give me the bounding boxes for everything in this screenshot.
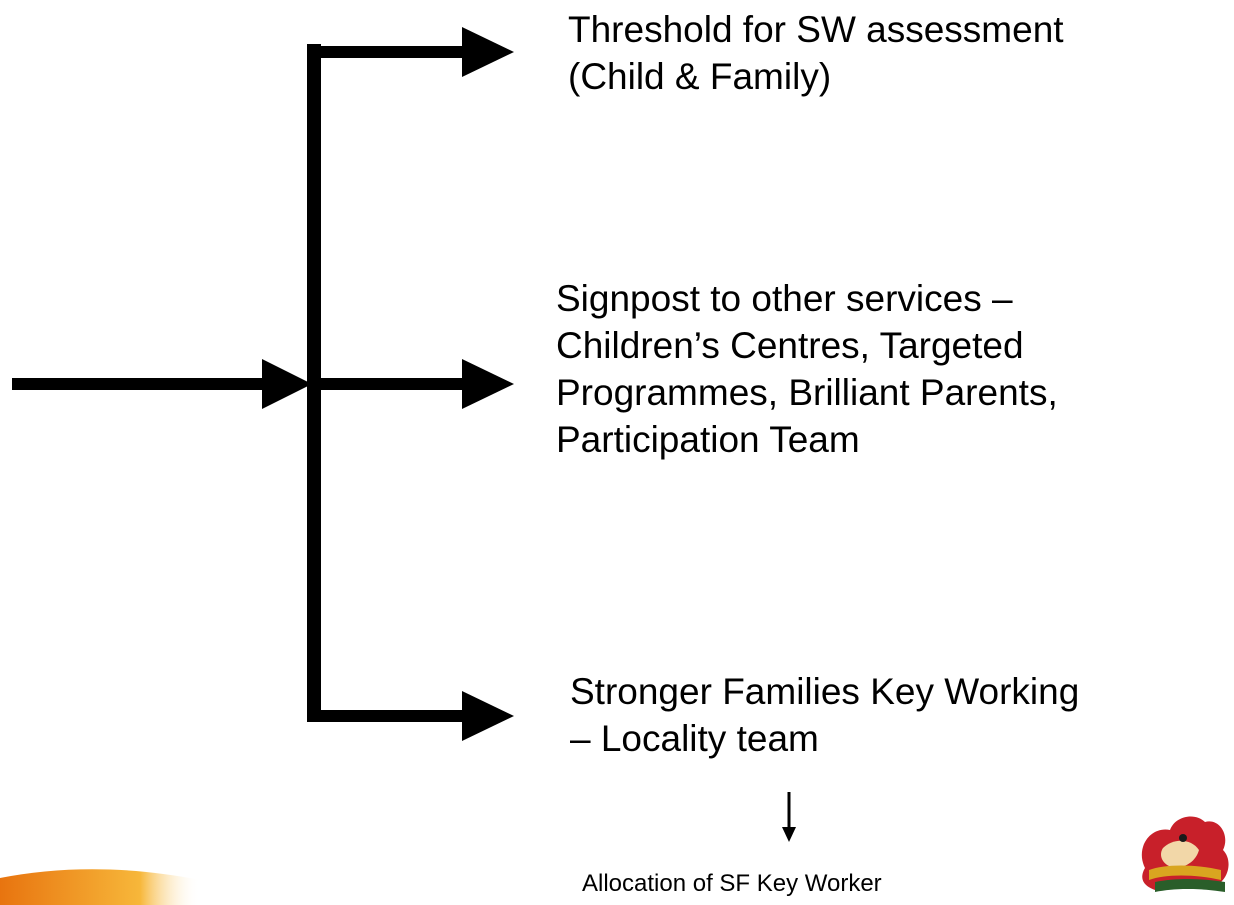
orange-swoosh-decoration <box>0 869 200 905</box>
signpost-line: Signpost to other services – <box>556 278 1013 319</box>
signpost-line: Participation Team <box>556 419 860 460</box>
signpost-line: Children’s Centres, Targeted <box>556 325 1024 366</box>
stronger-families-line: – Locality team <box>570 718 819 759</box>
branch-arrow-stronger <box>307 691 514 741</box>
stronger-families-line: Stronger Families Key Working <box>570 671 1080 712</box>
branch-arrow-threshold <box>307 27 514 77</box>
allocation-label: Allocation of SF Key Worker <box>582 870 882 897</box>
signpost-line: Programmes, Brilliant Parents, <box>556 372 1058 413</box>
down-arrow-allocation <box>782 792 796 842</box>
threshold-line: Threshold for SW assessment <box>568 9 1064 50</box>
council-crest-logo <box>1141 816 1229 892</box>
incoming-arrow <box>12 359 312 409</box>
threshold-line: (Child & Family) <box>568 56 832 97</box>
threshold-label: Threshold for SW assessment (Child & Fam… <box>568 6 1064 100</box>
stronger-families-label: Stronger Families Key Working – Locality… <box>570 668 1079 762</box>
branch-arrow-signpost <box>307 359 514 409</box>
signpost-label: Signpost to other services – Children’s … <box>556 275 1058 463</box>
